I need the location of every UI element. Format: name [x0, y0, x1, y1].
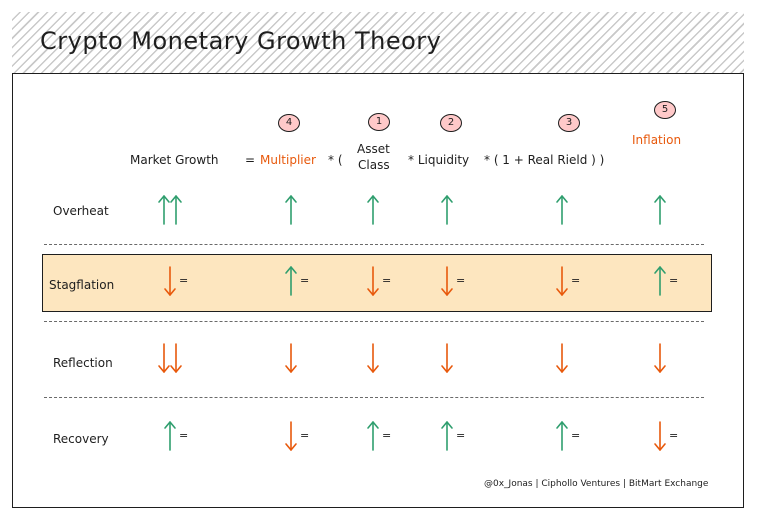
equal-marker: = — [571, 429, 581, 442]
equal-marker: = — [456, 274, 466, 287]
equal-marker: = — [179, 429, 189, 442]
equal-marker: = — [300, 274, 310, 287]
arrow-up-icon — [654, 266, 666, 296]
equal-marker: = — [179, 274, 189, 287]
formula-asset: Asset — [357, 142, 390, 156]
row-separator — [44, 244, 704, 245]
formula-liquidity: * Liquidity — [408, 153, 470, 167]
stagflation-highlight-band — [42, 254, 712, 312]
badge-real-yield: 3 — [558, 114, 580, 132]
equal-marker: = — [669, 429, 679, 442]
double-arrow-down-icon — [158, 343, 170, 373]
equal-marker: = — [300, 429, 310, 442]
arrow-down-icon — [285, 421, 297, 451]
arrow-down-icon — [367, 266, 379, 296]
arrow-up-icon — [285, 195, 297, 225]
diagram-title: Crypto Monetary Growth Theory — [40, 27, 442, 55]
arrow-up-icon — [556, 421, 568, 451]
equal-marker: = — [571, 274, 581, 287]
title-bar — [12, 12, 744, 74]
arrow-down-icon — [654, 421, 666, 451]
arrow-down-icon — [556, 266, 568, 296]
badge-multiplier: 4 — [278, 114, 300, 132]
formula-class: Class — [358, 158, 390, 172]
row-separator — [44, 321, 704, 322]
double-arrow-down-icon — [170, 343, 182, 373]
row-separator — [44, 397, 704, 398]
row-label-recovery: Recovery — [53, 432, 109, 446]
badge-liquidity: 2 — [440, 114, 462, 132]
equal-marker: = — [456, 429, 466, 442]
double-arrow-up-icon — [158, 195, 170, 225]
arrow-up-icon — [654, 195, 666, 225]
arrow-up-icon — [164, 421, 176, 451]
arrow-down-icon — [367, 343, 379, 373]
formula-multiplier: Multiplier — [260, 153, 316, 167]
formula-times-open: * ( — [328, 153, 343, 167]
row-label-overheat: Overheat — [53, 204, 109, 218]
formula-equals: = — [245, 153, 256, 167]
badge-inflation: 5 — [654, 101, 676, 119]
formula-market-growth: Market Growth — [130, 153, 219, 167]
formula-inflation: Inflation — [632, 133, 682, 147]
arrow-down-icon — [556, 343, 568, 373]
badge-asset-class: 1 — [368, 113, 390, 131]
arrow-down-icon — [441, 343, 453, 373]
arrow-down-icon — [654, 343, 666, 373]
footer-credits: @0x_Jonas | Ciphollo Ventures | BitMart … — [484, 479, 709, 489]
equal-marker: = — [382, 274, 392, 287]
double-arrow-up-icon — [170, 195, 182, 225]
arrow-down-icon — [285, 343, 297, 373]
row-label-reflection: Reflection — [53, 356, 113, 370]
arrow-up-icon — [367, 195, 379, 225]
equal-marker: = — [382, 429, 392, 442]
arrow-up-icon — [441, 195, 453, 225]
arrow-up-icon — [367, 421, 379, 451]
arrow-up-icon — [441, 421, 453, 451]
arrow-down-icon — [164, 266, 176, 296]
arrow-down-icon — [441, 266, 453, 296]
arrow-up-icon — [556, 195, 568, 225]
row-label-stagflation: Stagflation — [49, 278, 115, 292]
formula-real-yield: * ( 1 + Real Rield ) ) — [484, 153, 605, 167]
arrow-up-icon — [285, 266, 297, 296]
equal-marker: = — [669, 274, 679, 287]
